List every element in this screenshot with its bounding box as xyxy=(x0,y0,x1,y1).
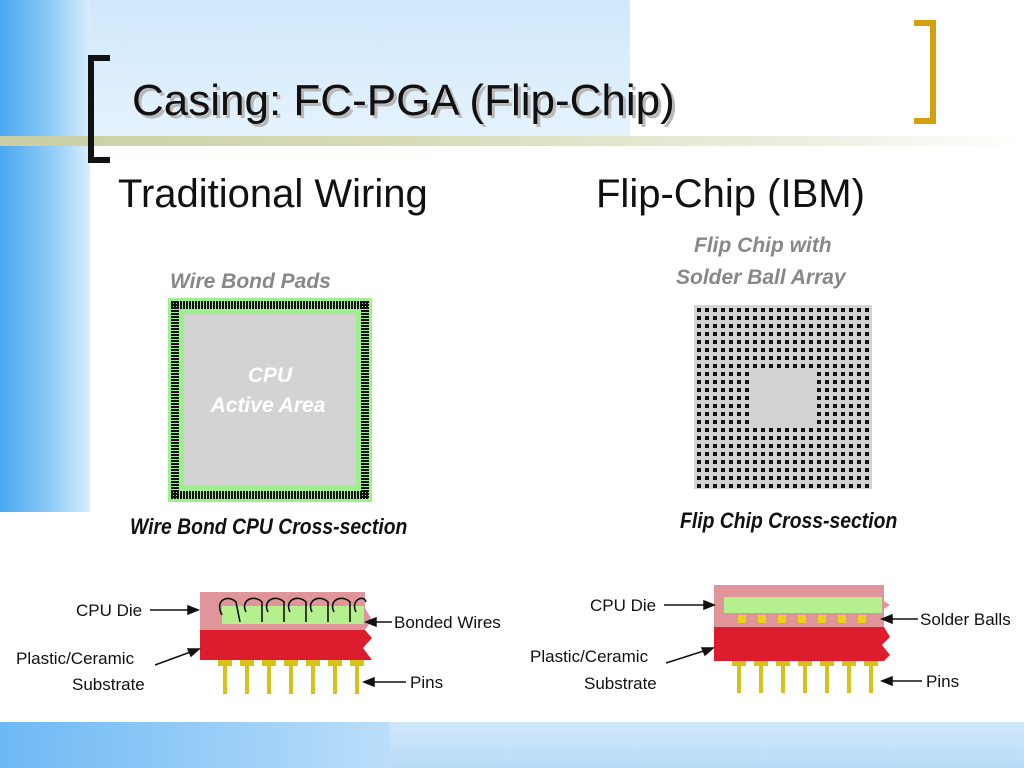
background-top-band xyxy=(90,0,630,140)
wire-bond-top-view: CPU Active Area xyxy=(168,298,372,502)
cpu-label: CPU xyxy=(248,364,293,387)
title-underline xyxy=(0,136,1024,146)
fc-balls-label: Solder Balls xyxy=(920,610,1011,629)
wb-pins-label: Pins xyxy=(410,673,443,692)
fc-substrate-label-1: Plastic/Ceramic xyxy=(530,647,649,666)
right-heading: Flip-Chip (IBM) xyxy=(596,172,865,216)
wire-bond-pins xyxy=(218,660,364,694)
bonded-wires xyxy=(218,597,367,623)
wb-substrate-label-2: Substrate xyxy=(72,675,145,694)
bond-pads-top xyxy=(171,301,369,309)
wb-die-label: CPU Die xyxy=(76,601,142,620)
fc-substrate-label-2: Substrate xyxy=(584,674,657,693)
cpu-active-area xyxy=(184,314,356,486)
fc-pins-label: Pins xyxy=(926,672,959,691)
left-bracket-decoration xyxy=(88,55,110,163)
flip-chip-label-1: Flip Chip with xyxy=(694,234,832,257)
flip-chip-top-view xyxy=(694,305,872,489)
wire-bond-caption: Wire Bond CPU Cross-section xyxy=(130,514,408,539)
flip-chip-die-cross xyxy=(724,597,882,613)
wire-bond-cross-section: CPU Die Plastic/Ceramic Substrate Bonded… xyxy=(16,592,501,694)
wire-bond-substrate xyxy=(200,630,372,660)
slide-title: Casing: FC-PGA (Flip-Chip) xyxy=(132,76,675,125)
flip-chip-pins xyxy=(732,661,878,693)
flip-chip-substrate xyxy=(714,627,890,661)
active-area-label: Active Area xyxy=(210,394,326,417)
bond-pads-left xyxy=(171,301,179,499)
wire-bond-pads-label: Wire Bond Pads xyxy=(170,270,331,293)
bond-pads-bottom xyxy=(171,491,369,499)
fc-die-label: CPU Die xyxy=(590,596,656,615)
wb-wires-label: Bonded Wires xyxy=(394,613,501,632)
bond-pads-right xyxy=(361,301,369,499)
flip-chip-cross-section: CPU Die Plastic/Ceramic Substrate Solder… xyxy=(530,585,1011,693)
right-bracket-decoration xyxy=(914,20,936,124)
background-bottom-band xyxy=(390,722,1024,768)
flip-chip-label-2: Solder Ball Array xyxy=(676,266,846,289)
flip-chip-center-area xyxy=(752,369,814,425)
wire-bond-die xyxy=(222,606,364,624)
left-heading: Traditional Wiring xyxy=(118,172,428,216)
solder-balls xyxy=(738,615,866,623)
flip-chip-caption: Flip Chip Cross-section xyxy=(680,508,898,533)
wb-substrate-label-1: Plastic/Ceramic xyxy=(16,649,135,668)
